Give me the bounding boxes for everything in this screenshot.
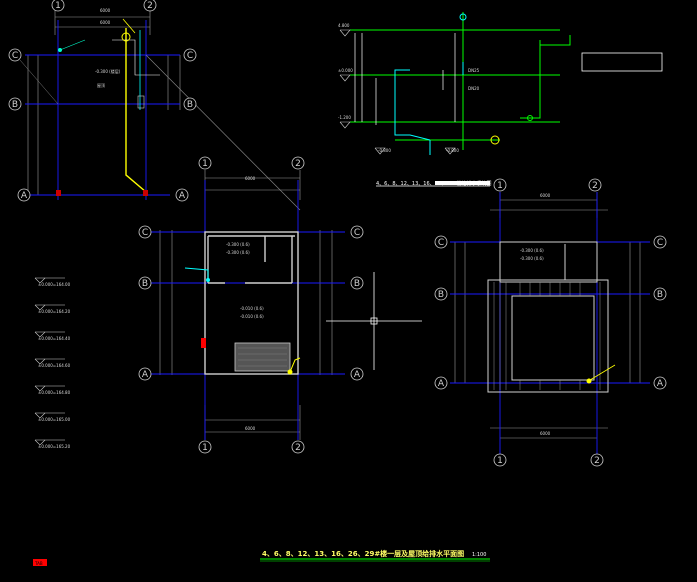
legend-item: ±0.000=165.20 — [38, 444, 71, 449]
axis-label-C: C — [142, 228, 148, 238]
svg-text:6000: 6000 — [245, 426, 256, 431]
svg-text:6000: 6000 — [245, 176, 256, 181]
svg-text:-0.300 (0.6): -0.300 (0.6) — [520, 248, 544, 253]
axis-label-2: 2 — [594, 456, 600, 466]
legend-item: ±0.000=164.80 — [38, 390, 71, 395]
elevation-legend — [34, 277, 65, 446]
svg-text:-0.800: -0.800 — [446, 148, 459, 153]
legend-item: ±0.000=164.40 — [38, 336, 71, 341]
axis-label-1: 1 — [202, 443, 208, 453]
axis-label-C: C — [438, 238, 444, 248]
axis-label-B: B — [657, 290, 663, 300]
svg-text:±0.000: ±0.000 — [338, 68, 353, 73]
axis-bubbles-right — [434, 178, 667, 467]
legend-item: ±0.000=165.00 — [38, 417, 71, 422]
axis-bubbles-top-left — [8, 0, 197, 202]
axis-label-A: A — [21, 191, 28, 201]
roof-plan-top-left: -0.300 (楼层) 屋顶 6000 6000 — [19, 8, 301, 211]
svg-text:6000: 6000 — [100, 8, 111, 13]
svg-text:DN20: DN20 — [468, 86, 480, 91]
axis-label-2: 2 — [592, 181, 598, 191]
axis-label-1: 1 — [202, 159, 208, 169]
axis-label-B: B — [438, 290, 444, 300]
axis-label-B: B — [142, 279, 148, 289]
axis-label-C: C — [354, 228, 360, 238]
axis-bubbles-center — [138, 156, 364, 454]
axis-label-A: A — [142, 370, 149, 380]
axis-label-1: 1 — [497, 456, 503, 466]
axis-label-A: A — [438, 379, 445, 389]
axis-label-C: C — [12, 51, 18, 61]
axis-label-C: C — [187, 51, 193, 61]
svg-text:-0.800: -0.800 — [378, 148, 391, 153]
legend-item: ±0.000=164.60 — [38, 363, 71, 368]
axis-label-2: 2 — [147, 1, 153, 11]
axis-label-B: B — [12, 100, 18, 110]
system-diagram — [339, 12, 663, 187]
svg-text:DN25: DN25 — [468, 68, 480, 73]
axis-label-2: 2 — [295, 443, 301, 453]
red-tag-label: TAB — [34, 561, 43, 566]
svg-text:4.800: 4.800 — [338, 23, 350, 28]
legend-item: ±0.000=164.20 — [38, 309, 71, 314]
svg-text:-0.010 (0.6): -0.010 (0.6) — [240, 314, 264, 319]
axis-label-A: A — [657, 379, 664, 389]
svg-text:-1.200: -1.200 — [338, 115, 351, 120]
axis-label-B: B — [354, 279, 360, 289]
axis-label-A: A — [179, 191, 186, 201]
roof-plan-right — [450, 192, 650, 455]
first-floor-plan — [150, 170, 422, 440]
svg-text:-0.300 (0.6): -0.300 (0.6) — [226, 250, 250, 255]
drawing-title-block: 4、6、8、12、13、16、26、29#楼一层及屋顶给排水平面图 1:100 — [260, 549, 490, 562]
svg-text:屋顶: 屋顶 — [97, 82, 105, 88]
svg-text:6000: 6000 — [540, 431, 551, 436]
axis-label-B: B — [187, 100, 193, 110]
axis-label-1: 1 — [55, 1, 61, 11]
axis-label-C: C — [657, 238, 663, 248]
svg-text:-0.300 (楼层): -0.300 (楼层) — [95, 68, 121, 74]
svg-text:6000: 6000 — [100, 20, 111, 25]
svg-text:-0.300 (0.6): -0.300 (0.6) — [226, 242, 250, 247]
legend-item: ±0.000=164.00 — [38, 282, 71, 287]
svg-text:6000: 6000 — [540, 193, 551, 198]
axis-label-2: 2 — [295, 159, 301, 169]
red-tag: TAB — [33, 559, 47, 566]
axis-label-A: A — [354, 370, 361, 380]
system-caption: 4、6、8、12、13、16、26、29#楼给排水系统图 — [376, 180, 492, 187]
svg-text:-0.010 (0.6): -0.010 (0.6) — [240, 306, 264, 311]
svg-text:-0.300 (0.6): -0.300 (0.6) — [520, 256, 544, 261]
drawing-title: 4、6、8、12、13、16、26、29#楼一层及屋顶给排水平面图 — [262, 549, 464, 558]
axis-label-1: 1 — [497, 181, 503, 191]
drawing-scale: 1:100 — [472, 552, 486, 558]
